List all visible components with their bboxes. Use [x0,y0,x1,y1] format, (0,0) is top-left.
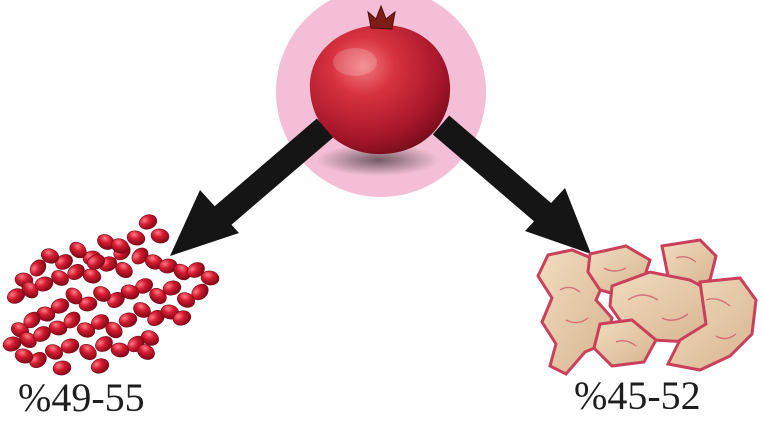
pomegranate-seed [110,342,130,359]
pomegranate-fruit-icon [276,0,486,197]
fruit-highlight [333,48,377,76]
pomegranate-seed [150,228,170,245]
arrow-to-peel [441,125,591,254]
seeds-percentage-label: %49-55 [18,378,145,418]
pomegranate-peel-icon [538,240,756,374]
fruit-body [310,25,450,154]
arrow-to-seeds [170,128,325,256]
peel-percentage-label: %45-52 [574,376,701,416]
pomegranate-seed [125,229,146,247]
pomegranate-seed [137,212,159,231]
pomegranate-seed [52,360,72,377]
